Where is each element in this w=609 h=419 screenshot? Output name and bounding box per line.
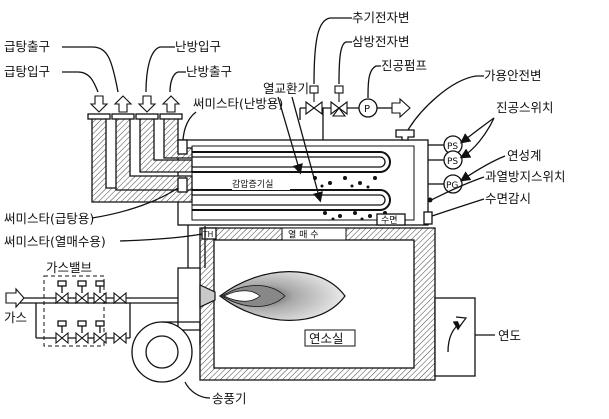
flow-arrows xyxy=(89,95,181,113)
gas-label: 가스 xyxy=(4,310,27,325)
pg-symbol: PG xyxy=(446,181,458,191)
thermistor-hotwater-sensor xyxy=(177,177,188,193)
pump-symbol: P xyxy=(364,104,370,115)
gas-valve-train xyxy=(5,275,178,347)
thermistor-code: TH xyxy=(202,230,213,239)
blower-label: 송풍기 xyxy=(212,391,247,406)
heating-outlet-label: 난방출구 xyxy=(186,64,232,79)
gas-valve-label: 가스밸브 xyxy=(46,260,92,275)
water-level-monitor-label: 수면감시 xyxy=(485,191,531,206)
water-level-sensor xyxy=(423,211,433,225)
burner-nozzle xyxy=(199,284,216,308)
thermistor-heatmedium-label: 써미스타(열매수용) xyxy=(4,234,106,249)
flue-label: 연도 xyxy=(498,328,521,343)
thermistor-box xyxy=(201,227,217,240)
vacuum-switch-label: 진공스위치 xyxy=(496,100,554,115)
steam-droplets xyxy=(313,176,387,221)
heat-exchanger-coils xyxy=(192,151,391,211)
heat-exchanger-label: 열교환기 xyxy=(263,81,309,96)
vacuum-line xyxy=(299,85,411,140)
pressure-chamber-label: 감압증기실 xyxy=(232,178,273,190)
vacuum-outlet-arrow xyxy=(391,97,411,119)
ps-symbol-1: PS xyxy=(447,142,458,152)
burner-flame xyxy=(219,271,346,321)
heat-medium-label: 열 매 수 xyxy=(288,230,319,241)
thermistor-heating-label: 써미스타(난방용) xyxy=(193,96,283,111)
water-level-label: 수면 xyxy=(381,215,398,226)
fusible-safety-valve-label: 가용안전변 xyxy=(484,68,542,83)
water-level-box xyxy=(376,213,406,226)
thermistor-heating-sensor xyxy=(177,139,188,155)
extra-solenoid-label: 추기전자변 xyxy=(352,10,410,25)
hot-water-outlet-label: 급탕출구 xyxy=(4,39,50,54)
three-way-solenoid-label: 삼방전자변 xyxy=(352,34,410,49)
flue-duct xyxy=(434,297,476,377)
ps-symbol-2: PS xyxy=(447,157,458,167)
overheat-switch-label: 과열방지스위치 xyxy=(485,169,566,184)
gas-inlet-arrow xyxy=(5,287,25,309)
hot-water-inlet-label: 급탕입구 xyxy=(4,64,50,79)
combustion-chamber-label: 연소실 xyxy=(309,331,344,346)
heating-inlet-label: 난방입구 xyxy=(175,39,221,54)
blower xyxy=(131,321,201,383)
burner-housing xyxy=(177,267,201,331)
vacuum-switches xyxy=(428,135,463,194)
vacuum-pump-label: 진공펌프 xyxy=(381,58,427,73)
compound-gauge-label: 연성계 xyxy=(507,148,542,163)
fusible-safety-valve xyxy=(395,129,415,141)
thermistor-hotwater-label: 써미스타(급탕용) xyxy=(4,211,94,226)
